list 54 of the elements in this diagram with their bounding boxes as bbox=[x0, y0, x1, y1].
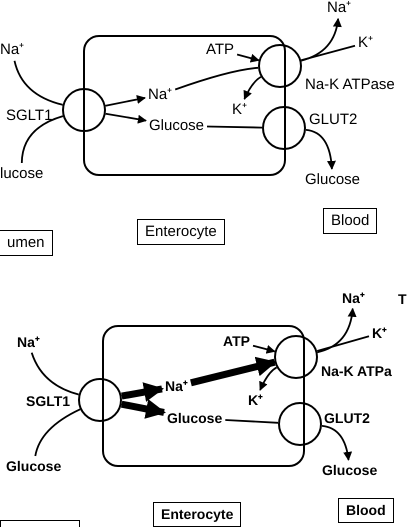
molecule-label: Glucose bbox=[305, 172, 360, 188]
ion-label: K⁺ bbox=[232, 102, 248, 118]
connector-line bbox=[225, 419, 278, 424]
arrow bbox=[317, 308, 356, 354]
ion-label: K⁺ bbox=[248, 393, 264, 408]
transporter-label: GLUT2 bbox=[324, 411, 370, 426]
arrow bbox=[120, 399, 166, 419]
compartment-label: Blood bbox=[338, 498, 394, 523]
connector-line bbox=[206, 126, 262, 128]
cell-outline bbox=[83, 35, 286, 176]
compartment-label: Blood bbox=[323, 208, 378, 234]
arrow bbox=[244, 76, 262, 100]
arrow bbox=[121, 382, 164, 402]
cell-outline bbox=[102, 325, 305, 467]
arrow bbox=[306, 129, 336, 170]
ion-label: Na⁺ bbox=[165, 379, 188, 394]
ion-label: Na⁺ bbox=[342, 291, 365, 306]
connector-line bbox=[34, 408, 80, 456]
connector-line bbox=[14, 60, 63, 106]
molecule-label: Glucose bbox=[6, 459, 62, 474]
ion-label: Na⁺ bbox=[0, 42, 24, 58]
ion-label: K⁺ bbox=[358, 35, 374, 51]
compartment-label: umen bbox=[0, 230, 53, 256]
connector-line bbox=[20, 115, 64, 164]
arrow bbox=[301, 18, 342, 62]
molecule-label: lucose bbox=[0, 166, 44, 182]
molecule-label: ATP bbox=[223, 334, 250, 349]
connector-line bbox=[300, 44, 356, 62]
molecule-label: ATP bbox=[206, 42, 234, 58]
connector-line bbox=[174, 66, 258, 90]
connector-line bbox=[30, 352, 79, 396]
ion-label: Na⁺ bbox=[327, 0, 352, 16]
compartment-label: Enterocyte bbox=[137, 219, 225, 245]
molecule-label: Glucose bbox=[167, 411, 222, 426]
ion-label: K⁺ bbox=[372, 326, 388, 341]
ion-label: Na⁺ bbox=[148, 87, 172, 103]
cut-off-text: T bbox=[398, 292, 407, 307]
compartment-label: Enterocyte bbox=[153, 502, 242, 527]
arrow bbox=[105, 95, 146, 107]
arrow bbox=[259, 366, 278, 391]
transporter-label: SGLT1 bbox=[6, 108, 52, 124]
molecule-label: Glucose bbox=[149, 118, 204, 134]
ion-label: Na⁺ bbox=[17, 335, 40, 350]
transporter-label: GLUT2 bbox=[309, 112, 358, 128]
arrow bbox=[236, 54, 260, 63]
molecule-label: Glucose bbox=[322, 463, 378, 478]
connector-line bbox=[316, 335, 370, 352]
arrow bbox=[106, 112, 147, 124]
arrow bbox=[322, 425, 352, 461]
transporter-label: SGLT1 bbox=[26, 394, 70, 409]
transporter-label: Na-K ATPase bbox=[305, 77, 395, 93]
arrow bbox=[190, 356, 277, 386]
arrow bbox=[252, 344, 276, 354]
transporter-label: Na-K ATPa bbox=[321, 364, 392, 379]
